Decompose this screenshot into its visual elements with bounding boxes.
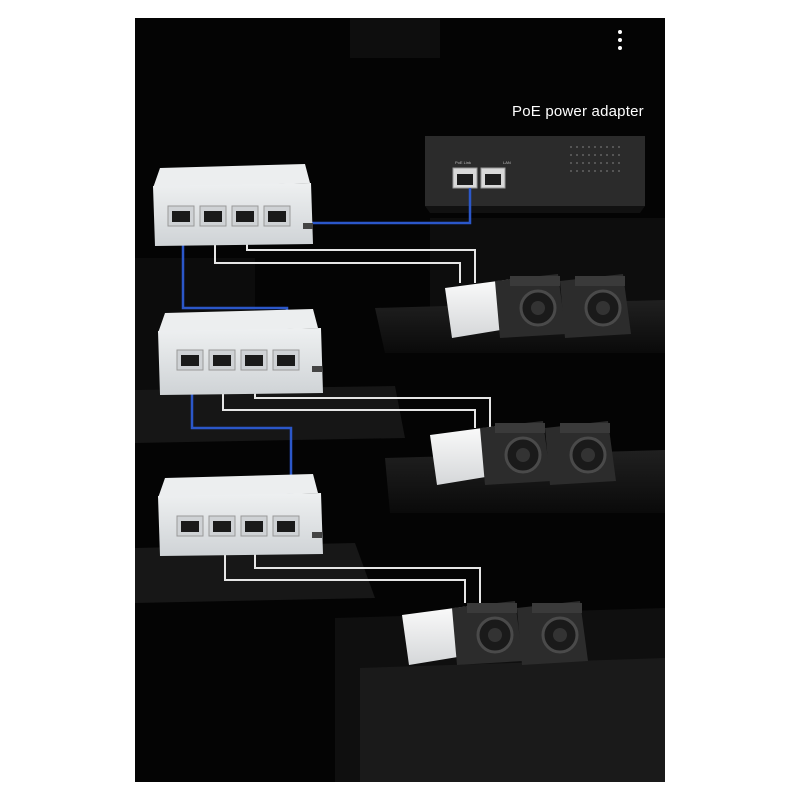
poe-extender-switch [153,164,313,246]
poe-power-adapter: PoE Link LAN [425,136,645,213]
adapter-port-label-lan: LAN [503,160,511,165]
bullet-camera [517,601,588,665]
bullet-camera [545,421,616,485]
bullet-camera [402,601,523,665]
background-steps [135,18,665,782]
bullet-camera [445,274,566,338]
adapter-label: PoE power adapter [512,103,644,120]
menu-dot [618,46,622,50]
bullet-camera-pair [430,421,616,485]
bullet-camera-pair [402,601,588,665]
poe-extender-switch [158,309,323,395]
bullet-camera [430,421,551,485]
poe-extender-topology-illustration: PoE Link LAN [135,18,665,782]
menu-dot [618,38,622,42]
menu-dot [618,30,622,34]
bullet-camera-pair [445,274,631,338]
poe-extender-switch [158,474,323,556]
product-image-frame: PoE Link LAN [135,18,665,782]
rj45-ports [176,515,300,537]
more-vertical-icon[interactable] [605,24,635,58]
rj45-ports [167,205,291,227]
rj45-ports [176,349,300,371]
bullet-camera [560,274,631,338]
adapter-port-label-poe: PoE Link [455,160,471,165]
